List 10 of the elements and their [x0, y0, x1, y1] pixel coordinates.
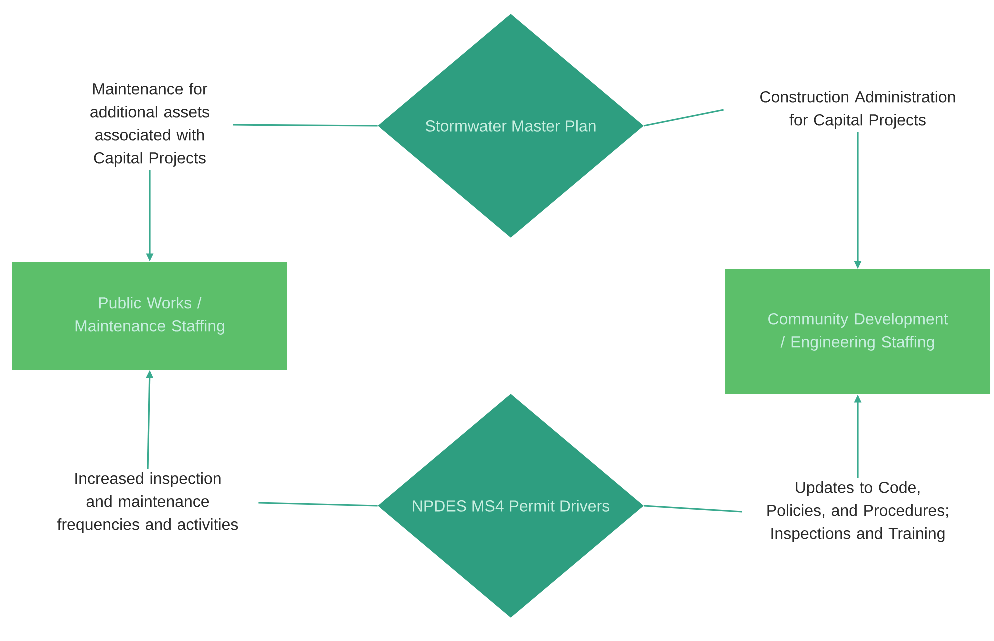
text-label: Updates to Code, Policies, and Procedures; Inspections and Training	[768, 482, 948, 542]
process-box: Public Works / Maintenance Staffing	[12, 262, 288, 370]
connector-line	[644, 505, 742, 513]
connector-line	[644, 109, 724, 127]
connector-line	[258, 502, 378, 507]
text-label: Maintenance for additional assets associated with Capital Projects	[90, 83, 210, 167]
process-box: Community Development / Engineering Staffing	[726, 270, 990, 394]
text-label: Construction Administration for Capital Projects	[760, 91, 956, 129]
connector-line	[233, 124, 378, 127]
text-label: Increased inspection and maintenance frequencies and activities	[58, 472, 238, 534]
